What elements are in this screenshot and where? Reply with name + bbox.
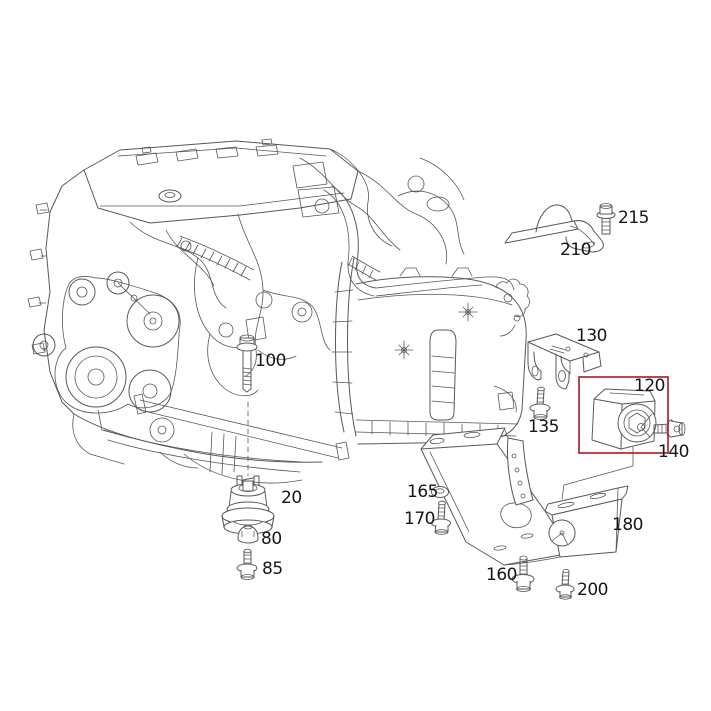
bolt-135-drawing bbox=[529, 386, 551, 420]
part-label-160: 160 bbox=[486, 565, 517, 585]
bolt-85-drawing bbox=[236, 548, 258, 580]
bolt-215-drawing bbox=[596, 203, 616, 235]
bolt-160-drawing bbox=[511, 555, 535, 592]
bracket-130-drawing bbox=[527, 333, 602, 390]
part-label-80: 80 bbox=[261, 529, 282, 549]
part-label-120: 120 bbox=[634, 376, 665, 396]
cap-nut-80-drawing bbox=[237, 524, 259, 544]
part-label-170: 170 bbox=[404, 509, 435, 529]
part-label-165: 165 bbox=[407, 482, 438, 502]
leader-120-180 bbox=[561, 446, 634, 500]
mount-120-drawing bbox=[591, 388, 657, 450]
highlighted-part-box bbox=[578, 376, 669, 454]
part-label-180: 180 bbox=[612, 515, 643, 535]
part-label-215: 215 bbox=[618, 208, 649, 228]
leader-lines bbox=[247, 401, 634, 500]
part-label-20: 20 bbox=[281, 488, 302, 508]
part-label-100: 100 bbox=[255, 351, 286, 371]
bolt-140-drawing bbox=[653, 419, 686, 438]
bolt-100-drawing bbox=[236, 334, 258, 393]
bracket-210-drawing bbox=[504, 204, 604, 253]
bolt-200-drawing bbox=[555, 569, 575, 600]
crossmember-180-drawing bbox=[420, 427, 629, 566]
part-label-210: 210 bbox=[560, 240, 591, 260]
nut-165-drawing bbox=[431, 486, 449, 498]
engine-drawing bbox=[27, 138, 515, 484]
mount-20-drawing bbox=[221, 475, 275, 535]
part-label-200: 200 bbox=[577, 580, 608, 600]
transmission-drawing bbox=[355, 267, 530, 445]
bolt-170-drawing bbox=[431, 500, 451, 535]
part-label-85: 85 bbox=[262, 559, 283, 579]
part-label-130: 130 bbox=[576, 326, 607, 346]
part-label-135: 135 bbox=[528, 417, 559, 437]
part-label-140: 140 bbox=[658, 442, 689, 462]
mount-boss-icon bbox=[394, 302, 478, 360]
